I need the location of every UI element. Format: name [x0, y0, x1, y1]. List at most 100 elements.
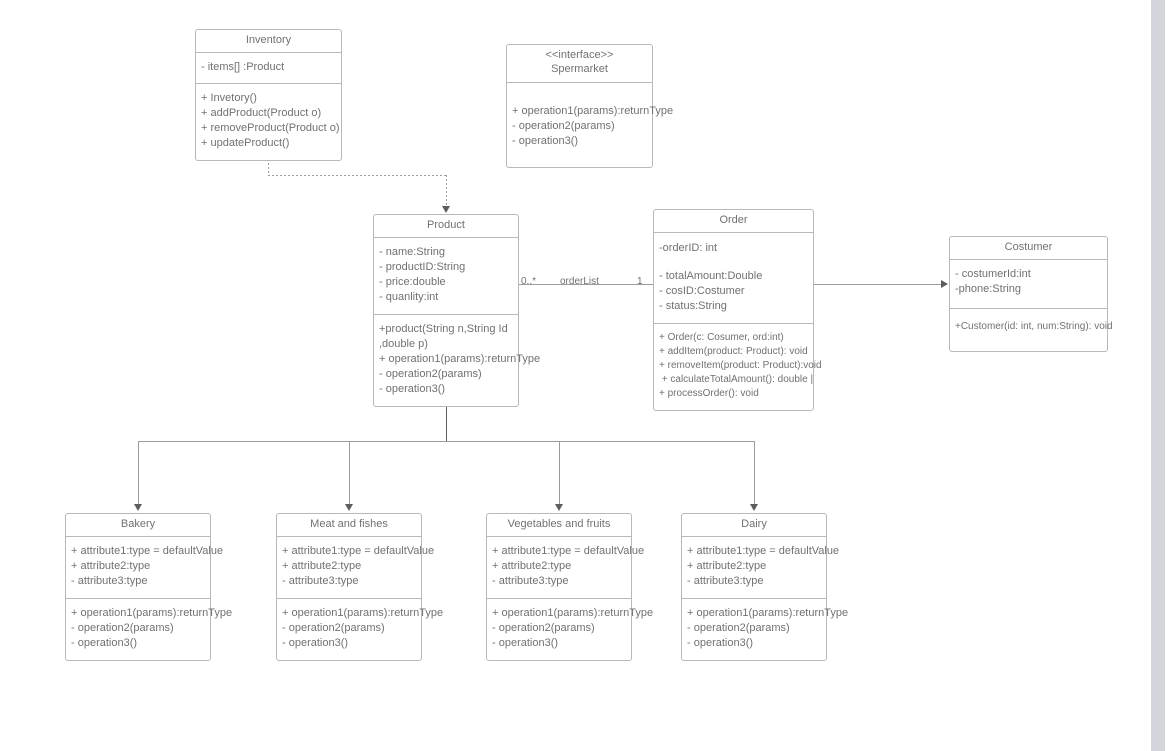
class-attributes-vegetables-and-fruits: + attribute1:type = defaultValue + attri… [487, 537, 645, 599]
attribute-row: - name:String [379, 246, 446, 258]
operation-row: - operation2(params) [512, 119, 615, 132]
operation-row: - operation2(params) [687, 622, 790, 634]
operation-row: ,double p) [379, 338, 428, 350]
edge-product-dairy-arrowhead [750, 504, 758, 511]
attribute-row: - attribute3:type [687, 575, 764, 587]
operation-row: - operation3() [282, 637, 349, 649]
class-operations-dairy: + operation1(params):returnType - operat… [682, 599, 849, 660]
attribute-row: + attribute2:type [282, 560, 362, 572]
edge-order-costumer-arrowhead [941, 280, 948, 288]
operation-row: - operation3() [512, 134, 579, 147]
operation-row: - operation3() [379, 383, 446, 395]
edge-label-target-multiplicity: 1 [637, 276, 643, 287]
operation-row: - operation2(params) [282, 622, 385, 634]
operation-row: + operation1(params):returnType [71, 607, 233, 619]
class-box-inventory[interactable]: Inventory - items[] :Product + Invetory(… [195, 29, 342, 161]
attribute-row: + attribute1:type = defaultValue [492, 545, 645, 557]
class-operations-meat-and-fishes: + operation1(params):returnType - operat… [277, 599, 444, 660]
edge-inventory-product-arrowhead [442, 206, 450, 213]
class-title-dairy: Dairy [682, 514, 826, 537]
attribute-row: - items[] :Product [201, 61, 285, 73]
attribute-row: -phone:String [955, 283, 1022, 295]
attribute-row: - cosID:Costumer [659, 285, 745, 297]
class-title-supermarket: <<interface>>Spermarket [507, 45, 652, 83]
class-title-product: Product [374, 215, 518, 238]
edge-label-orderlist: orderList [560, 276, 599, 287]
class-attributes-order: -orderID: int - totalAmount:Double - cos… [654, 233, 813, 324]
class-box-dairy[interactable]: Dairy + attribute1:type = defaultValue +… [681, 513, 849, 661]
class-operations-bakery: + operation1(params):returnType - operat… [66, 599, 233, 660]
operation-row: + calculateTotalAmount(): double | [659, 374, 814, 385]
attribute-row: + attribute1:type = defaultValue [71, 545, 224, 557]
operation-row: + Invetory() [201, 92, 257, 104]
edge-label-source-multiplicity: 0..* [521, 276, 537, 287]
class-attributes-meat-and-fishes: + attribute1:type = defaultValue + attri… [277, 537, 435, 599]
edge-product-bakery-arrowhead [134, 504, 142, 511]
attribute-row: + attribute1:type = defaultValue [282, 545, 435, 557]
operation-row: + Order(c: Cosumer, ord:int) [659, 332, 784, 343]
operation-row: + operation1(params):returnType [687, 607, 849, 619]
operation-row: + updateProduct() [201, 137, 290, 149]
attribute-row: - attribute3:type [492, 575, 569, 587]
attribute-row: - productID:String [379, 261, 466, 273]
operation-row: + operation1(params):returnType [492, 607, 654, 619]
class-box-bakery[interactable]: Bakery + attribute1:type = defaultValue … [65, 513, 233, 661]
class-title-inventory: Inventory [196, 30, 341, 53]
class-box-costumer[interactable]: Costumer - costumerId:int -phone:String … [949, 236, 1113, 352]
attribute-row: - attribute3:type [282, 575, 359, 587]
class-box-meat-and-fishes[interactable]: Meat and fishes + attribute1:type = defa… [276, 513, 444, 661]
operation-row: +product(String n,String Id [379, 323, 508, 335]
attribute-row: + attribute2:type [687, 560, 767, 572]
class-box-vegetables-and-fruits[interactable]: Vegetables and fruits + attribute1:type … [486, 513, 654, 661]
operation-row: + processOrder(): void [659, 388, 759, 399]
attribute-row: -orderID: int [659, 242, 718, 254]
class-title-vegetables-and-fruits: Vegetables and fruits [487, 514, 631, 537]
class-operations-order: + Order(c: Cosumer, ord:int) + addItem(p… [654, 324, 822, 410]
class-operations-product: +product(String n,String Id ,double p) +… [374, 315, 541, 406]
class-title-order: Order [654, 210, 813, 233]
operation-row: +Customer(id: int, num:String): void [955, 321, 1113, 332]
operation-row: + operation1(params):returnType [282, 607, 444, 619]
edge-product-dairy-drop [754, 441, 755, 505]
class-operations-inventory: + Invetory() + addProduct(Product o) + r… [196, 84, 341, 160]
operation-row: - operation2(params) [379, 368, 482, 380]
class-box-order[interactable]: Order -orderID: int - totalAmount:Double… [653, 209, 822, 411]
class-stereotype-supermarket: <<interface>> [545, 49, 614, 61]
edge-product-bakery-drop [138, 441, 139, 505]
class-attributes-inventory: - items[] :Product [196, 53, 341, 84]
vertical-scrollbar-thumb[interactable] [1151, 0, 1165, 751]
class-name-supermarket: Spermarket [551, 62, 608, 75]
operation-row: + operation1(params):returnType [512, 104, 674, 117]
operation-row: - operation3() [687, 637, 754, 649]
class-title-costumer: Costumer [950, 237, 1107, 260]
class-attributes-costumer: - costumerId:int -phone:String [950, 260, 1107, 309]
operation-row: - operation2(params) [71, 622, 174, 634]
edge-product-vegetables-drop [559, 441, 560, 505]
operation-row: - operation3() [71, 637, 138, 649]
attribute-row: - costumerId:int [955, 268, 1031, 280]
class-box-supermarket[interactable]: <<interface>>Spermarket + operation1(par… [506, 44, 674, 168]
attribute-row: + attribute2:type [492, 560, 572, 572]
attribute-row: + attribute1:type = defaultValue [687, 545, 840, 557]
attribute-row: - attribute3:type [71, 575, 148, 587]
edge-inventory-product-segment-2 [268, 175, 447, 176]
attribute-row: - status:String [659, 300, 727, 312]
class-operations-supermarket: + operation1(params):returnType - operat… [507, 83, 674, 158]
attribute-row: + attribute2:type [71, 560, 151, 572]
attribute-row: - price:double [379, 276, 446, 288]
diagram-canvas[interactable]: 0..* orderList 1 Inventory - items[] :Pr… [0, 0, 1146, 751]
operation-row: + operation1(params):returnType [379, 353, 541, 365]
operation-row: - operation2(params) [492, 622, 595, 634]
edge-product-tree-crossbar [138, 441, 754, 442]
vertical-scrollbar-track[interactable] [1146, 0, 1170, 751]
class-attributes-product: - name:String - productID:String - price… [374, 238, 518, 315]
operation-row: - operation3() [492, 637, 559, 649]
operation-row: + removeItem(product: Product):void [659, 360, 822, 371]
class-attributes-dairy: + attribute1:type = defaultValue + attri… [682, 537, 840, 599]
edge-order-costumer-line [814, 284, 943, 285]
class-operations-vegetables-and-fruits: + operation1(params):returnType - operat… [487, 599, 654, 660]
operation-row: + removeProduct(Product o) [201, 122, 340, 134]
edge-product-vegetables-arrowhead [555, 504, 563, 511]
class-box-product[interactable]: Product - name:String - productID:String… [373, 214, 541, 407]
edge-product-order-line [519, 284, 653, 285]
